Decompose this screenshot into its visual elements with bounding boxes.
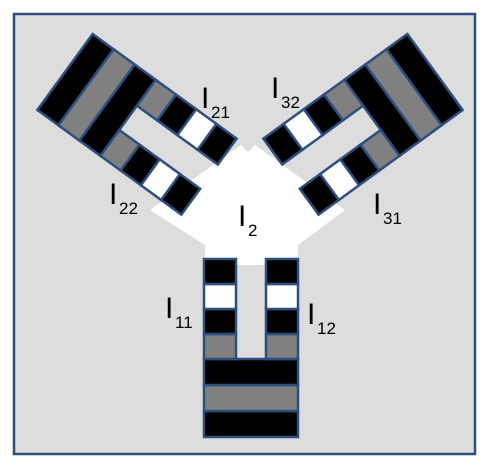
bottom-right-finger-cell xyxy=(204,284,236,309)
label-i31-main: I xyxy=(373,188,381,221)
bottom-right-finger-cell xyxy=(204,309,236,334)
bottom-right-finger-cell xyxy=(204,259,236,284)
label-i12-main: I xyxy=(307,298,315,331)
bottom-right-finger-cell xyxy=(204,334,236,359)
label-i2-sub: 2 xyxy=(248,221,257,240)
label-i22-sub: 22 xyxy=(119,199,138,218)
label-i2-main: I xyxy=(238,200,246,233)
label-i22-main: I xyxy=(109,178,117,211)
bottom-left-finger-cell xyxy=(266,309,298,334)
bottom-bar xyxy=(204,411,298,437)
label-i32-sub: 32 xyxy=(281,93,300,112)
bottom-left-finger-cell xyxy=(266,334,298,359)
bottom-left-finger-cell xyxy=(266,284,298,309)
bottom-bar xyxy=(204,385,298,411)
label-i12-sub: 12 xyxy=(317,319,336,338)
label-i11-main: I xyxy=(165,292,173,325)
label-i11-sub: 11 xyxy=(175,313,193,332)
label-i32-main: I xyxy=(271,72,279,105)
label-i21-main: I xyxy=(201,82,209,115)
label-i21-sub: 21 xyxy=(211,103,230,122)
bottom-left-finger-cell xyxy=(266,259,298,284)
bottom-bar xyxy=(204,359,298,385)
label-i31-sub: 31 xyxy=(383,209,402,228)
